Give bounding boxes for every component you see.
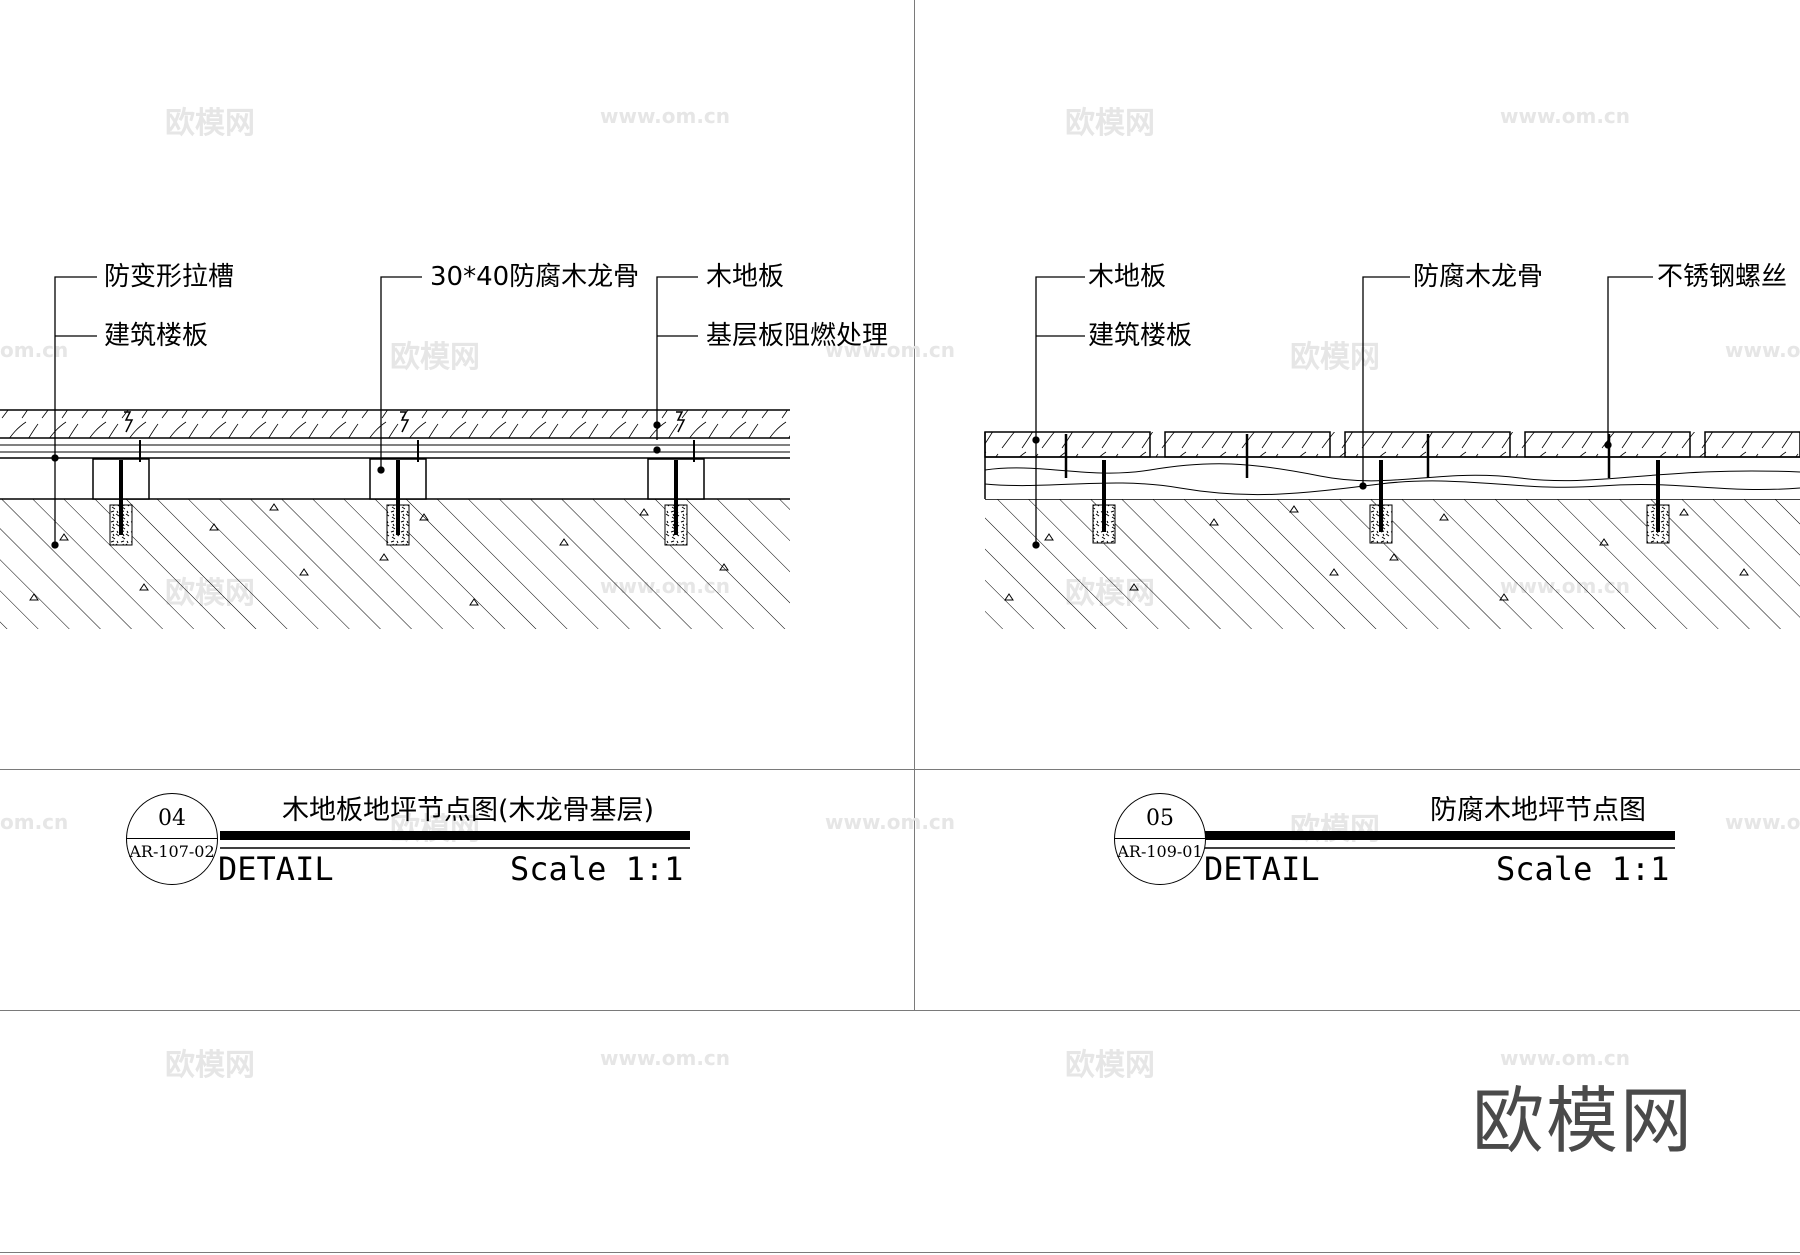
title-band-top-line: [0, 769, 1800, 770]
watermark-url: www.om.cn: [825, 810, 956, 834]
bubble-number: 05: [1146, 806, 1174, 831]
bubble-number: 04: [158, 806, 186, 831]
watermark-url: www.om.cn: [1500, 1046, 1631, 1070]
left-title-bar: [220, 831, 690, 840]
watermark-url: www.om.cn: [1725, 338, 1800, 362]
label-anti-deformation-groove: 防变形拉槽: [104, 262, 235, 292]
title-band-bottom-line: [0, 1010, 1800, 1011]
detail-bubble-05: 05 AR-109-01: [1114, 793, 1206, 885]
right-title-bar: [1205, 831, 1675, 840]
left-detail-title: 木地板地坪节点图(木龙骨基层): [282, 795, 655, 826]
detail-bubble-04: 04 AR-107-02: [126, 793, 218, 885]
watermark-url: www.om.cn: [600, 1046, 731, 1070]
sheet-bottom-line: [0, 1252, 1800, 1253]
label-stainless-screw: 不锈钢螺丝: [1657, 262, 1788, 292]
right-detail-title: 防腐木地坪节点图: [1430, 795, 1646, 826]
label-base-board-fireproof: 基层板阻燃处理: [706, 321, 889, 351]
watermark-cn: 欧模网: [1290, 340, 1380, 375]
watermark-url: www.om.cn: [1500, 104, 1631, 128]
detail-label: DETAIL: [1204, 850, 1320, 888]
site-logo: 欧模网: [1472, 1079, 1695, 1163]
bubble-sheet-ref: AR-109-01: [1117, 842, 1203, 861]
watermark-cn: 欧模网: [1065, 1048, 1155, 1083]
watermark-cn: 欧模网: [1290, 812, 1380, 847]
label-building-slab: 建筑楼板: [1088, 321, 1193, 351]
bubble-sheet-ref: AR-107-02: [129, 842, 215, 861]
watermark-url: www.om.cn: [600, 104, 731, 128]
left-detail-section: [0, 276, 790, 629]
label-wood-floor: 木地板: [1088, 262, 1167, 292]
label-building-slab: 建筑楼板: [104, 321, 209, 351]
detail-label: DETAIL: [218, 850, 334, 888]
watermark-cn: 欧模网: [1065, 106, 1155, 141]
watermark-cn: 欧模网: [390, 340, 480, 375]
watermark-url: om.cn: [0, 338, 69, 362]
bubble-divider: [1115, 838, 1205, 839]
watermark-url: www.om.cn: [1725, 810, 1800, 834]
vertical-divider: [914, 0, 915, 1010]
watermark-cn: 欧模网: [165, 106, 255, 141]
watermark-cn: 欧模网: [165, 1048, 255, 1083]
label-preserved-wood-joist: 防腐木龙骨: [1413, 262, 1544, 292]
watermark-url: www.om.cn: [825, 338, 956, 362]
watermark-cn: 欧模网: [390, 812, 480, 847]
bubble-divider: [127, 838, 217, 839]
label-wood-floor: 木地板: [706, 262, 785, 292]
scale-label: Scale 1:1: [510, 850, 684, 888]
right-detail-section: [984, 276, 1800, 629]
watermark-url: om.cn: [0, 810, 69, 834]
scale-label: Scale 1:1: [1496, 850, 1670, 888]
label-wood-joist: 30*40防腐木龙骨: [430, 262, 640, 292]
